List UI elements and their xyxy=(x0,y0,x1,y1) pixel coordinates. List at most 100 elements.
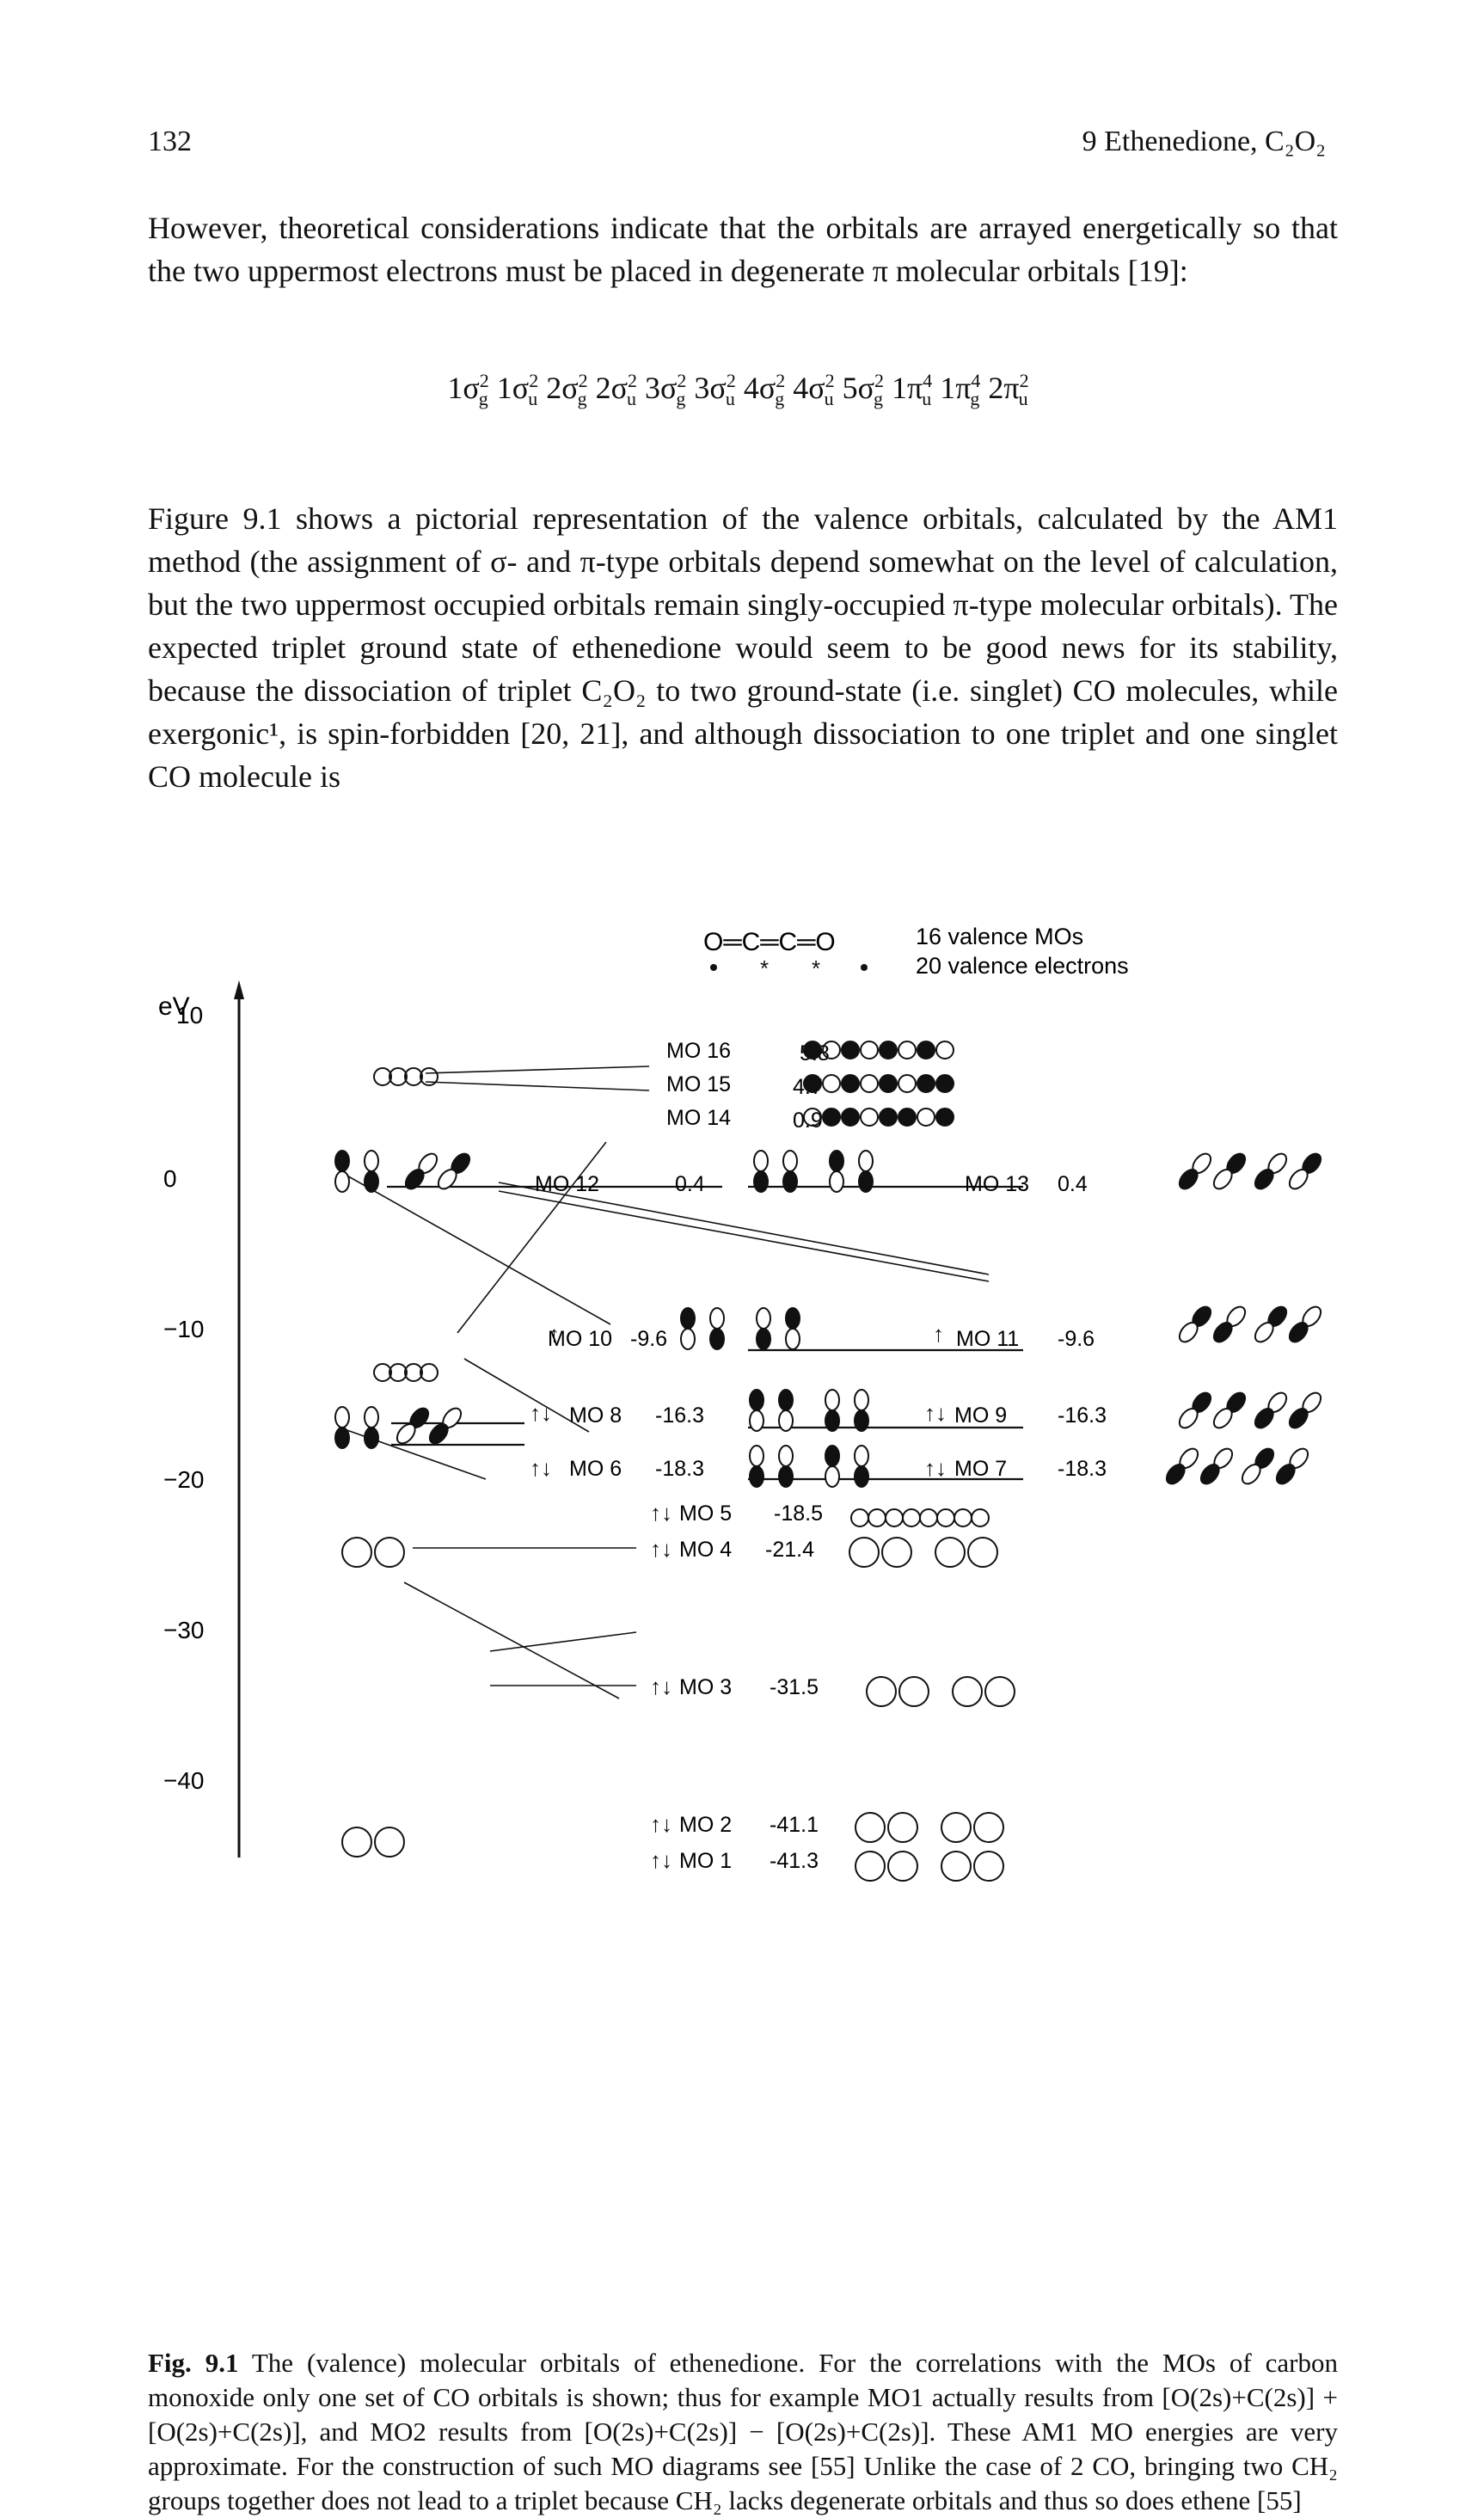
mo4-picture xyxy=(849,1537,998,1568)
svg-text:↑: ↑ xyxy=(933,1321,944,1347)
axis-tick-label: 0 xyxy=(163,1165,177,1192)
mo-label: MO 4 xyxy=(679,1538,732,1562)
mo-label: MO 10 xyxy=(548,1327,612,1351)
svg-text:↑↓: ↑↓ xyxy=(924,1400,947,1426)
mo-label: MO 9 xyxy=(954,1403,1007,1428)
svg-text:↑: ↑ xyxy=(549,1321,560,1347)
config-term: 1π4g xyxy=(940,370,981,410)
mo-diagram-figure: O═C═C═O * * 16 valence MOs 20 valence el… xyxy=(129,894,1350,2339)
figure-caption-label: Fig. 9.1 xyxy=(148,2348,239,2378)
mo-energy: -31.5 xyxy=(770,1675,819,1699)
config-term: 2σ2g xyxy=(546,370,588,410)
mo-energy: -21.4 xyxy=(765,1538,814,1562)
axis-ticks: 100−10−20−30−40 xyxy=(163,1002,205,1794)
mo-label: MO 14 xyxy=(666,1106,731,1130)
svg-text:↑↓: ↑↓ xyxy=(650,1811,672,1837)
axis-tick-label: −10 xyxy=(163,1316,205,1342)
config-term: 4σ2g xyxy=(743,370,786,410)
mo-energy: -41.1 xyxy=(770,1813,819,1837)
svg-text:↑↓: ↑↓ xyxy=(530,1400,552,1426)
mo1-picture xyxy=(855,1851,1004,1882)
svg-text:↑↓: ↑↓ xyxy=(650,1847,672,1873)
config-term: 3σ2g xyxy=(645,370,687,410)
p-orbital-vertical-pictures xyxy=(334,1150,874,1488)
mo-label: MO 11 xyxy=(956,1327,1019,1351)
running-head: 9 Ethenedione, C₂O₂ xyxy=(1082,126,1326,157)
config-term: 2σ2u xyxy=(595,370,638,410)
mo-label: MO 13 xyxy=(965,1172,1029,1196)
mo-energy: 0.9 xyxy=(793,1109,823,1133)
mo5-picture xyxy=(850,1508,990,1527)
molecule-formula: O═C═C═O xyxy=(703,928,836,956)
mo-label: MO 5 xyxy=(679,1502,732,1526)
mo-labels: MO 165.8MO 154.7MO 140.9MO 120.4MO 130.4… xyxy=(535,1039,1107,1873)
mo2-picture xyxy=(855,1812,1004,1843)
p-orbital-diagonal-pictures xyxy=(396,1152,1322,1485)
mo-label: MO 6 xyxy=(569,1457,622,1481)
config-term: 1π4u xyxy=(892,370,933,410)
s-orbital-pictures xyxy=(341,1537,1015,1882)
mo-label: MO 15 xyxy=(666,1072,731,1096)
config-term: 1σ2u xyxy=(496,370,539,410)
mo-energy: -18.3 xyxy=(655,1457,704,1481)
mo-label: MO 3 xyxy=(679,1675,732,1699)
mo-label: MO 1 xyxy=(679,1849,732,1873)
svg-text:↑↓: ↑↓ xyxy=(650,1536,672,1562)
mo12-13-lobes xyxy=(753,1150,874,1193)
sigma-orbital-pictures xyxy=(373,1041,990,1527)
mo8-lobes xyxy=(749,1389,869,1432)
co-s-pair-lower xyxy=(341,1827,405,1858)
axis-arrow xyxy=(234,980,244,999)
config-term: 5σ2g xyxy=(842,370,885,410)
co-p-vertical-lower xyxy=(334,1406,379,1449)
radical-dots: * * xyxy=(710,955,868,981)
mo-energy: 0.4 xyxy=(1058,1172,1088,1196)
svg-text:↑↓: ↑↓ xyxy=(650,1674,672,1699)
mo-levels xyxy=(387,1185,1023,1481)
config-term: 3σ2u xyxy=(694,370,736,410)
info-valence-mos: 16 valence MOs xyxy=(916,924,1083,949)
paragraph-2: Figure 9.1 shows a pictorial representat… xyxy=(148,501,1338,794)
axis-tick-label: 10 xyxy=(176,1002,203,1029)
svg-text:*: * xyxy=(760,955,769,981)
config-term: 1σ2g xyxy=(447,370,489,410)
mo11-diagonal-picture xyxy=(1178,1305,1322,1343)
mo-energy: -18.5 xyxy=(774,1502,823,1526)
mo-label: MO 2 xyxy=(679,1813,732,1837)
mo15-picture xyxy=(803,1074,954,1093)
mo16-picture xyxy=(803,1041,954,1059)
mo3-picture xyxy=(866,1676,1015,1707)
axis-tick-label: −30 xyxy=(163,1617,205,1643)
mo7-diagonal-picture xyxy=(1165,1447,1309,1485)
paragraph-1: However, theoretical considerations indi… xyxy=(148,211,1338,288)
co-sigma-ring-picture xyxy=(373,1067,438,1086)
co-sigma-ring-picture-2 xyxy=(373,1363,438,1382)
figure-caption: Fig. 9.1 The (valence) molecular orbital… xyxy=(148,2346,1338,2518)
mo13-diagonal-picture xyxy=(1178,1152,1322,1190)
config-term: 2π2u xyxy=(988,370,1029,410)
svg-text:↑↓: ↑↓ xyxy=(650,1500,672,1526)
axis-tick-label: −40 xyxy=(163,1767,205,1794)
electron-arrows: ↑ ↑ ↑↓ ↑↓ ↑↓ ↑↓ ↑↓ ↑↓ ↑↓ ↑↓ ↑↓ xyxy=(530,1321,947,1873)
mo-energy: -9.6 xyxy=(630,1327,667,1351)
co-p-diagonal-lower xyxy=(396,1407,463,1445)
mo-energy: -16.3 xyxy=(655,1403,704,1428)
mo-energy: -41.3 xyxy=(770,1849,819,1873)
svg-text:*: * xyxy=(812,955,820,981)
info-valence-electrons: 20 valence electrons xyxy=(916,953,1129,979)
mo-label: MO 12 xyxy=(535,1172,599,1196)
mo-energy: -18.3 xyxy=(1058,1457,1107,1481)
figure-caption-text: The (valence) molecular orbitals of ethe… xyxy=(148,2348,1338,2515)
co-p-vertical-upper xyxy=(334,1150,379,1193)
co-p-diagonal-upper xyxy=(404,1152,471,1190)
mo-energy: 0.4 xyxy=(675,1172,705,1196)
mo9-diagonal-picture xyxy=(1178,1391,1322,1429)
mo-energy: -16.3 xyxy=(1058,1403,1107,1428)
co-s-pair-upper xyxy=(341,1537,405,1568)
mo14-picture xyxy=(803,1108,954,1127)
config-term: 4σ2u xyxy=(793,370,835,410)
mo-diagram: O═C═C═O * * 16 valence MOs 20 valence el… xyxy=(158,924,1322,1882)
mo10-lobes xyxy=(680,1307,800,1350)
axis-unit: eV xyxy=(158,992,190,1021)
